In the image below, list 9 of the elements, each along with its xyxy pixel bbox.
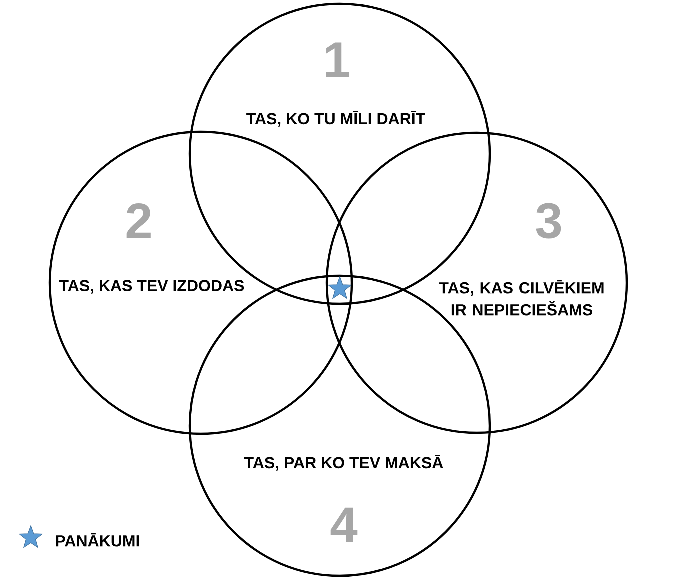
circle-label: TAS, KAS CILVĒKIEM IR NEPIECIEŠAMS (439, 280, 604, 316)
circle-number: 1 (326, 42, 350, 78)
circle-label: TAS, KAS TEV IZDODAS (59, 280, 244, 294)
circle-number: 4 (330, 508, 358, 542)
circle-label: TAS, PAR KO TEV MAKSĀ (244, 455, 444, 471)
legend-label: PANĀKUMI (56, 533, 140, 547)
circle-number: 2 (126, 204, 151, 238)
circle-number: 3 (536, 203, 562, 239)
circle-label: TAS, KO TU MĪLI DARĪT (246, 111, 426, 127)
